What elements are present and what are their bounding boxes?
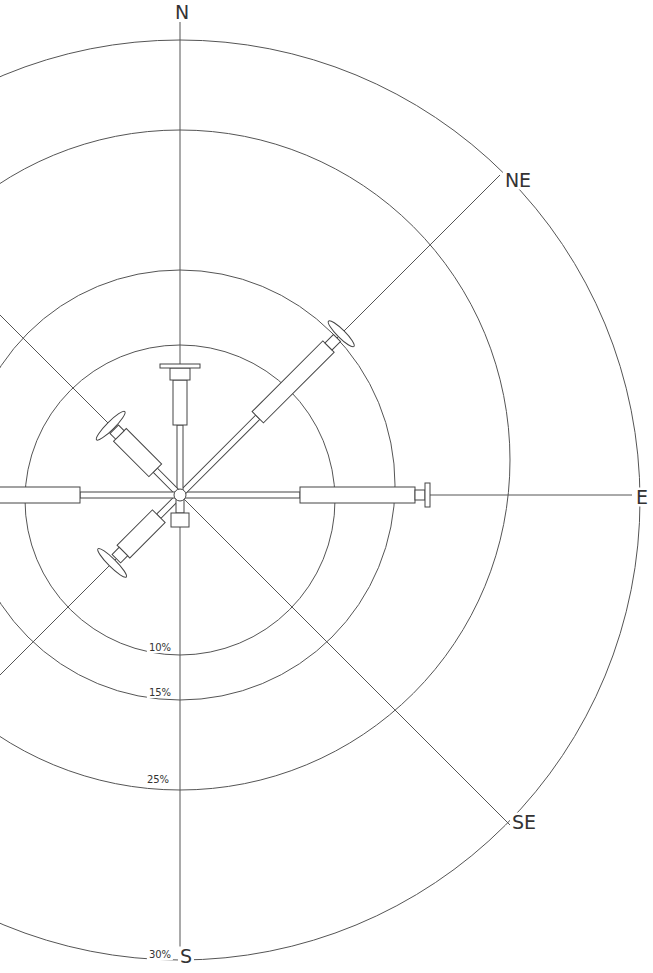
wind-vanes xyxy=(0,318,430,580)
percent-label: 15% xyxy=(147,688,173,698)
axis-line xyxy=(0,175,500,675)
percent-label: 25% xyxy=(145,775,171,785)
direction-label: S xyxy=(178,947,194,966)
percent-rings xyxy=(0,40,640,960)
direction-label: SE xyxy=(510,813,538,832)
direction-label: NE xyxy=(503,171,533,190)
direction-label: N xyxy=(173,3,191,22)
ring xyxy=(0,40,640,960)
percent-label: 10% xyxy=(147,643,173,653)
percent-label: 30% xyxy=(147,950,173,960)
vane xyxy=(167,318,357,508)
vane xyxy=(160,364,200,495)
vane xyxy=(180,483,430,507)
axis-line xyxy=(0,315,510,825)
ring xyxy=(0,130,510,790)
direction-axes xyxy=(0,22,632,958)
ring xyxy=(0,270,395,700)
vane xyxy=(0,487,180,503)
hub xyxy=(174,489,186,501)
direction-label: E xyxy=(634,488,650,507)
